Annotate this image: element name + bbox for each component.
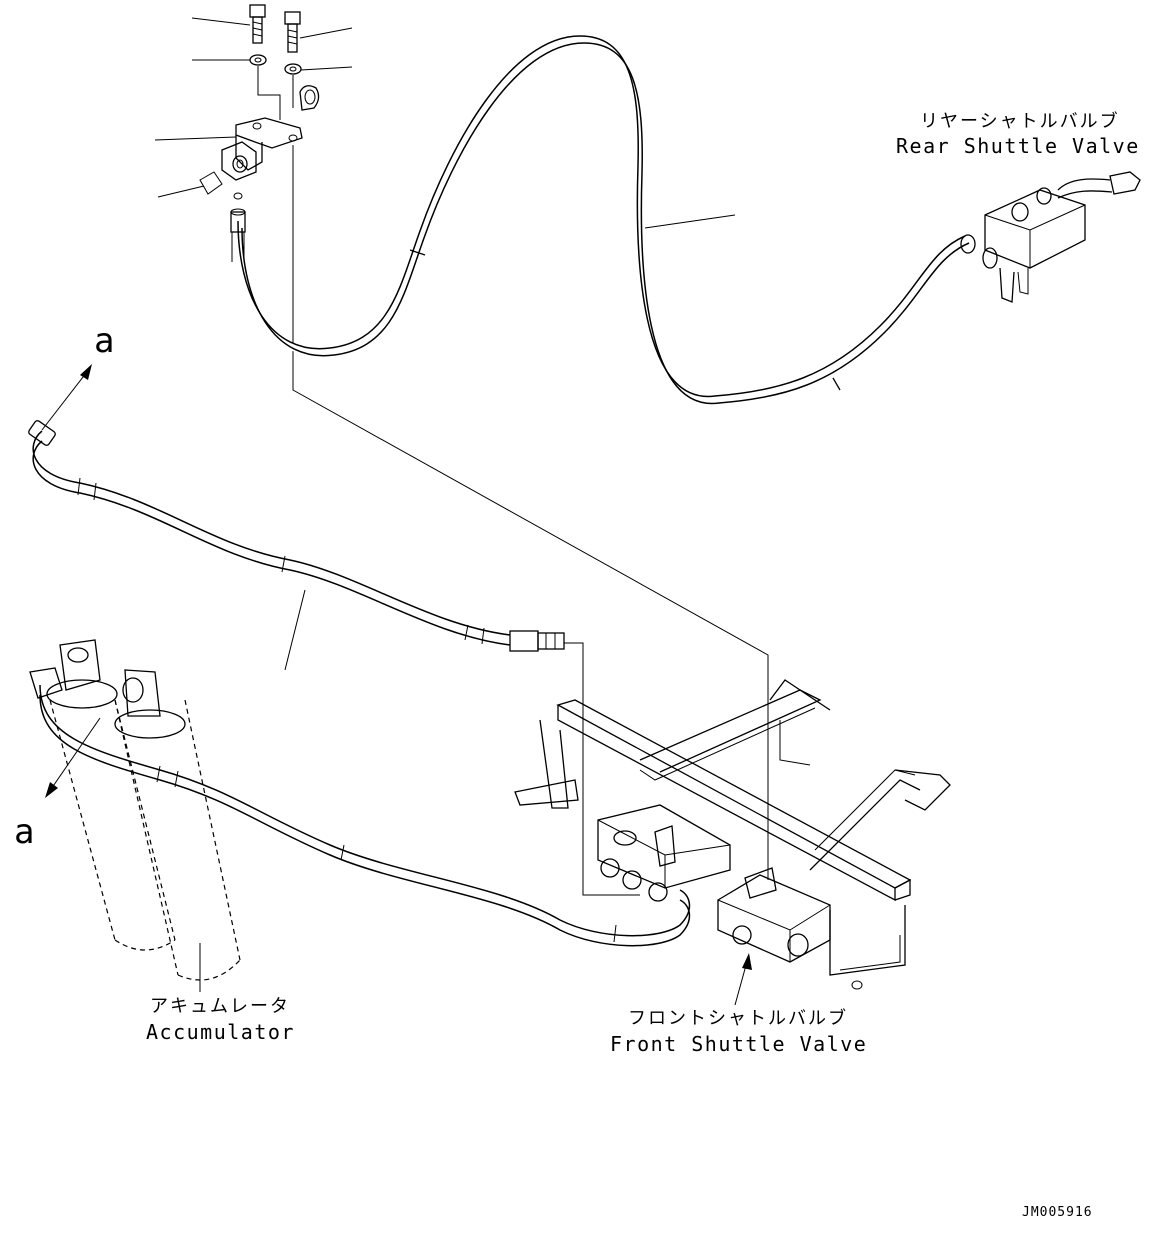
accumulator-en-label: Accumulator [146,1020,295,1044]
accumulator-jp-label: アキュムレータ [150,996,290,1017]
front-valve-en-label: Front Shuttle Valve [610,1032,867,1056]
rear-valve-jp-label: リヤーシャトルバルブ [920,110,1120,132]
front-control-block [597,804,731,902]
clamp [299,85,320,111]
front-valve-arrow [734,953,752,1006]
ref-a-top-label: a [94,321,114,361]
frame [514,679,951,990]
washer-left [249,54,267,66]
middle-hose [28,420,565,652]
mounting-bracket [221,117,303,181]
drawing-id: JM005916 [1022,1205,1093,1220]
o-rings [199,171,243,200]
ref-arrow-left [45,717,101,798]
ref-arrow-top [41,364,92,431]
front-valve-jp-label: フロントシャトルバルブ [628,1007,848,1029]
accumulator [29,639,241,981]
rear-valve-en-label: Rear Shuttle Valve [896,134,1140,158]
upper-hose [230,35,970,404]
upper-hose-leader [644,214,736,229]
rear-shuttle-valve [960,171,1141,303]
washer-right [284,63,302,75]
bolt-right [284,11,301,53]
lower-hose [39,684,691,947]
middle-hose-leader [284,589,306,671]
front-shuttle-valve [717,867,831,963]
ref-a-left-label: a [14,812,34,852]
bolt-left [249,4,266,44]
